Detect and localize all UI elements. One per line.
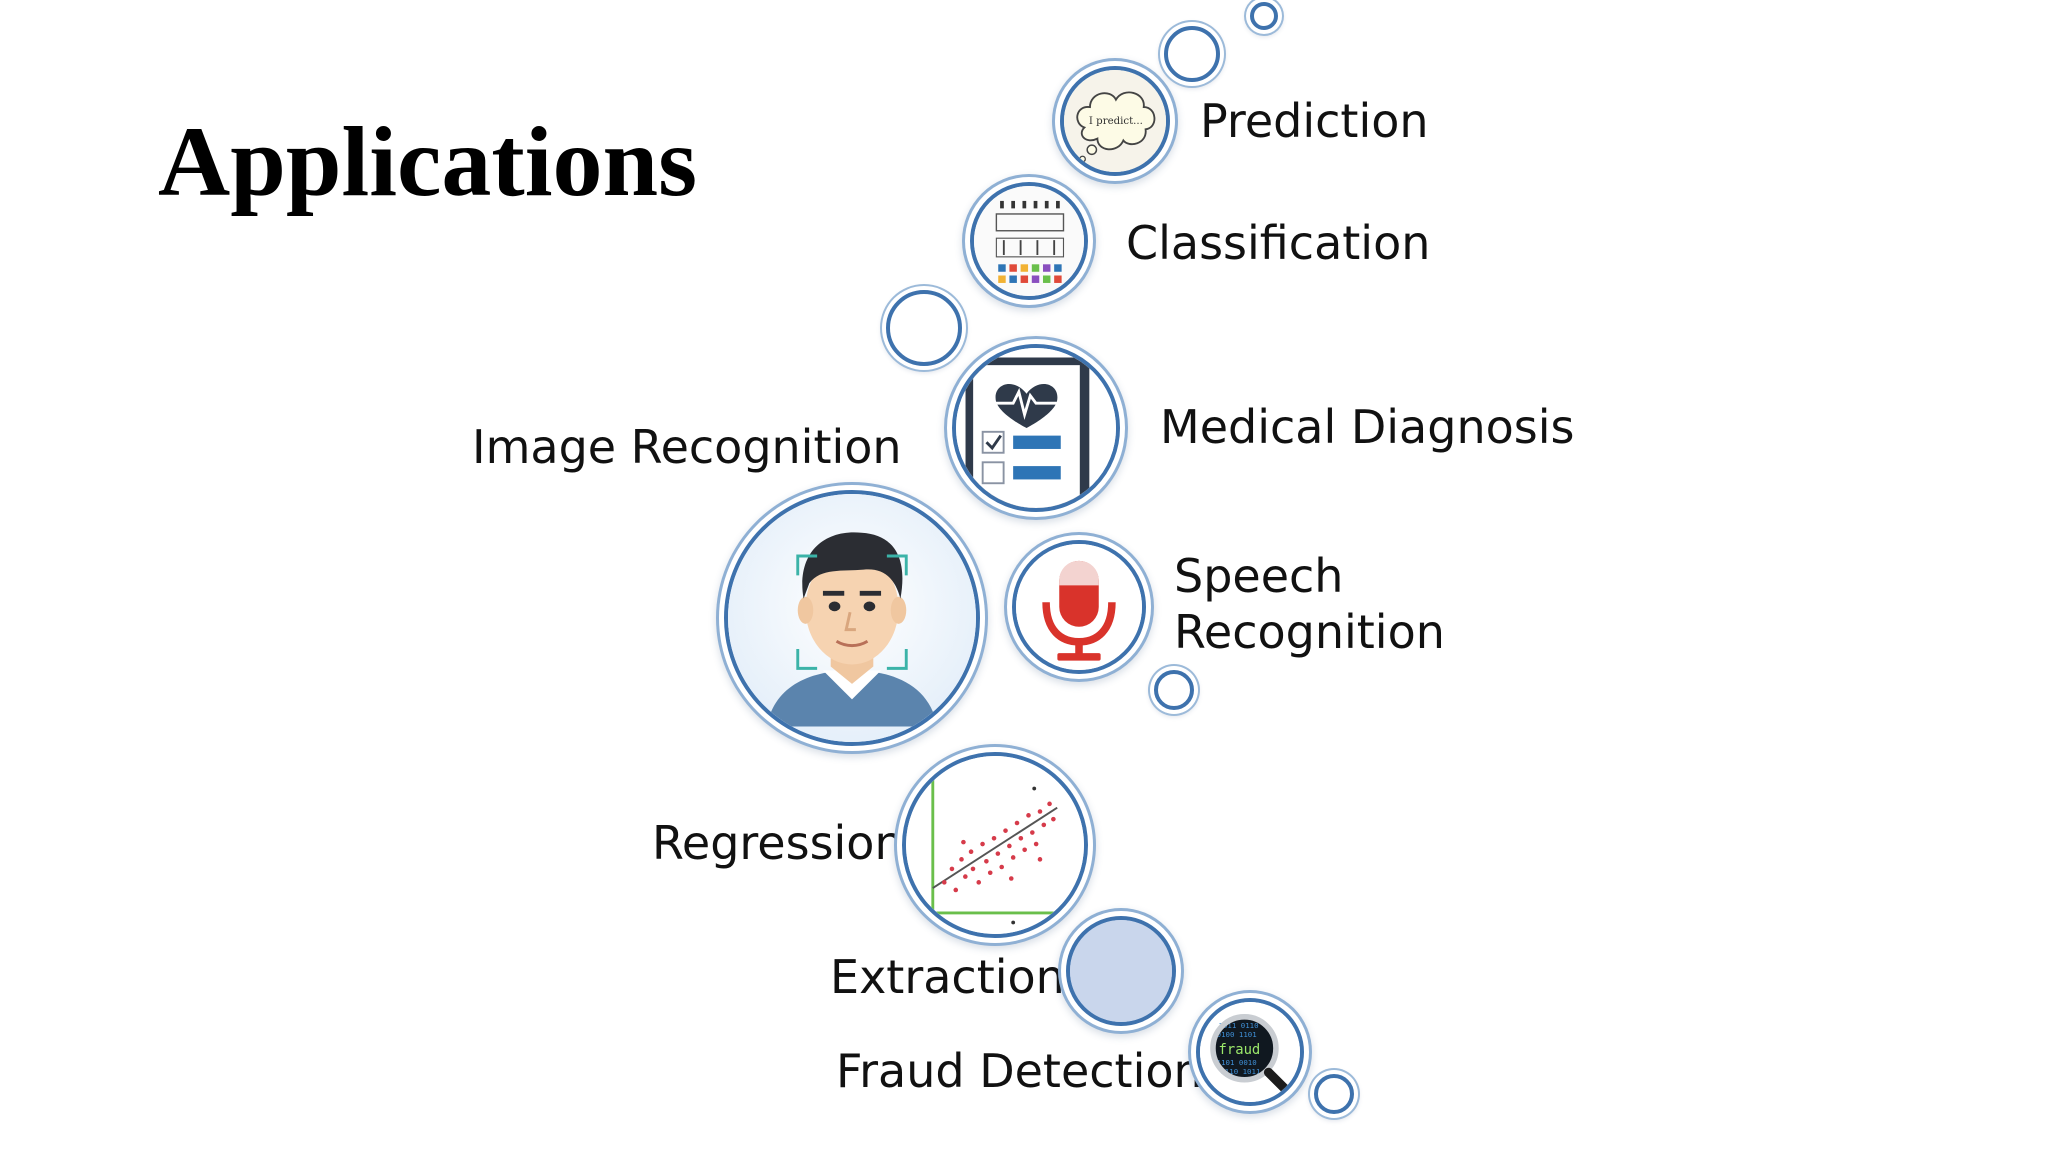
- thought-cloud-text: I predict...: [1089, 116, 1143, 127]
- prediction-bubble: I predict...: [1060, 66, 1170, 176]
- slide-title: Applications: [158, 106, 698, 217]
- classification-grid-icon: [974, 186, 1084, 296]
- svg-text:0100 1101: 0100 1101: [1217, 1030, 1257, 1039]
- svg-text:1011 0110: 1011 0110: [1219, 1021, 1259, 1030]
- empty-bubble-icon: [1070, 920, 1172, 1022]
- decorative-ring-top: [1250, 2, 1278, 30]
- regression-label: Regression: [652, 816, 904, 870]
- fraud-detection-bubble: 1011 0110 0100 1101 1101 0010 0110 1011 …: [1196, 998, 1304, 1106]
- fraud-code-text: fraud: [1219, 1042, 1261, 1058]
- thought-cloud-icon: I predict...: [1064, 70, 1166, 172]
- decorative-ring-speech: [1154, 670, 1194, 710]
- microphone-icon: [1016, 544, 1142, 670]
- face-scan-icon: [728, 494, 976, 742]
- decorative-ring-middle: [886, 290, 962, 366]
- image-recognition-bubble: [724, 490, 980, 746]
- svg-text:1101 0010: 1101 0010: [1217, 1058, 1257, 1067]
- decorative-ring-upper: [1164, 26, 1220, 82]
- svg-text:0110 1011: 0110 1011: [1220, 1067, 1260, 1076]
- scatter-regression-icon: [906, 756, 1084, 934]
- medical-clipboard-icon: [956, 348, 1116, 508]
- prediction-label: Prediction: [1200, 94, 1429, 148]
- extraction-label: Extraction: [830, 950, 1065, 1004]
- speech-recognition-bubble: [1012, 540, 1146, 674]
- medical-diagnosis-label: Medical Diagnosis: [1160, 400, 1575, 454]
- fraud-detection-label: Fraud Detection: [836, 1044, 1203, 1098]
- regression-bubble: [902, 752, 1088, 938]
- classification-label: Classification: [1126, 216, 1431, 270]
- magnifier-code-icon: 1011 0110 0100 1101 1101 0010 0110 1011 …: [1200, 1002, 1300, 1102]
- extraction-bubble: [1066, 916, 1176, 1026]
- decorative-ring-bottom: [1314, 1074, 1354, 1114]
- image-recognition-label: Image Recognition: [472, 420, 902, 474]
- speech-recognition-label: Speech Recognition: [1174, 549, 1445, 660]
- medical-diagnosis-bubble: [952, 344, 1120, 512]
- classification-bubble: [970, 182, 1088, 300]
